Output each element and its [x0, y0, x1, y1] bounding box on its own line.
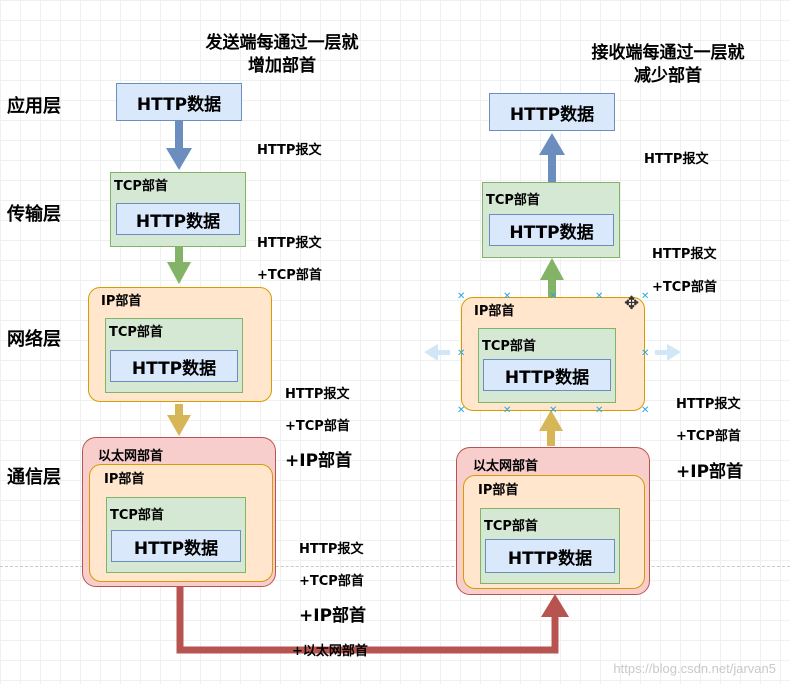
note-plus-tcp-header: +TCP部首	[676, 429, 741, 444]
note-http-message: HTTP报文	[257, 143, 322, 158]
arrow-up-green	[540, 258, 564, 297]
selection-handle[interactable]: ✕	[503, 405, 512, 416]
layer-label-network: 网络层	[7, 329, 61, 350]
selection-handle[interactable]: ✕	[503, 291, 512, 302]
layer-label-transport: 传输层	[7, 204, 61, 225]
note-http-message: HTTP报文	[676, 397, 741, 412]
tcp-segment: TCP部首 HTTP数据	[480, 508, 620, 584]
tcp-segment: TCP部首 HTTP数据	[478, 328, 616, 403]
tcp-header-label: TCP部首	[114, 179, 168, 194]
note-http-message: HTTP报文	[652, 247, 717, 262]
sender-heading: 发送端每通过一层就 增加部首	[192, 32, 372, 78]
tcp-segment: TCP部首 HTTP数据	[106, 497, 246, 573]
note-http-message: HTTP报文	[285, 387, 350, 402]
http-data-block: HTTP数据	[483, 359, 611, 391]
http-data-block: HTTP数据	[489, 214, 614, 246]
selection-handle[interactable]: ✕	[457, 405, 466, 416]
tcp-header-label: TCP部首	[484, 519, 538, 534]
tcp-header-label: TCP部首	[109, 325, 163, 340]
http-data-block: HTTP数据	[110, 350, 238, 382]
move-cursor-icon: ✥	[624, 293, 640, 313]
note-http-message: HTTP报文	[644, 152, 709, 167]
sender-heading-line-1: 发送端每通过一层就	[205, 33, 359, 53]
selection-handle[interactable]: ✕	[457, 348, 466, 359]
selection-handle[interactable]: ✕	[641, 291, 650, 302]
sender-app-http-data[interactable]: HTTP数据	[116, 83, 242, 121]
http-data-block: HTTP数据	[111, 530, 241, 562]
note-http-message: HTTP报文	[257, 236, 322, 251]
arrow-up-yellow	[539, 410, 563, 446]
note-plus-tcp-header: +TCP部首	[652, 280, 717, 295]
ip-header-label: IP部首	[478, 483, 519, 498]
watermark-text: https://blog.csdn.net/jarvan5	[613, 661, 776, 676]
selection-handle[interactable]: ✕	[641, 405, 650, 416]
receiver-link-ethernet-frame[interactable]: 以太网部首 IP部首 TCP部首 HTTP数据	[456, 447, 650, 595]
ethernet-header-label: 以太网部首	[98, 449, 164, 464]
ip-header-label: IP部首	[474, 304, 515, 319]
tcp-header-label: TCP部首	[110, 508, 164, 523]
ip-packet: IP部首 TCP部首 HTTP数据	[463, 475, 645, 589]
selection-handle[interactable]: ✕	[549, 405, 558, 416]
selection-handle[interactable]: ✕	[549, 291, 558, 302]
ip-header-label: IP部首	[104, 472, 145, 487]
arrow-down-green	[167, 247, 191, 284]
hint-arrow-left	[424, 344, 450, 361]
selection-handle[interactable]: ✕	[641, 348, 650, 359]
note-plus-ethernet-header: +以太网部首	[292, 644, 368, 659]
ethernet-header-label: 以太网部首	[473, 459, 539, 474]
sender-network-ip-packet[interactable]: IP部首 TCP部首 HTTP数据	[88, 287, 272, 402]
http-data-block: HTTP数据	[116, 203, 240, 235]
arrow-physical-red	[176, 584, 569, 654]
layer-label-link: 通信层	[7, 467, 61, 488]
tcp-header-label: TCP部首	[486, 193, 540, 208]
physical-divider-line	[0, 566, 790, 567]
note-plus-ip-header: +IP部首	[299, 606, 367, 626]
hint-arrow-right	[655, 344, 681, 361]
note-http-message: HTTP报文	[299, 542, 364, 557]
selection-handle[interactable]: ✕	[595, 405, 604, 416]
sender-link-ethernet-frame[interactable]: 以太网部首 IP部首 TCP部首 HTTP数据	[82, 437, 276, 587]
http-data-block: HTTP数据	[485, 539, 615, 573]
tcp-header-label: TCP部首	[482, 339, 536, 354]
sender-transport-tcp-segment[interactable]: TCP部首 HTTP数据	[110, 172, 246, 247]
selection-handle[interactable]: ✕	[457, 291, 466, 302]
receiver-network-ip-packet[interactable]: IP部首 TCP部首 HTTP数据	[461, 297, 645, 411]
note-plus-tcp-header: +TCP部首	[299, 574, 364, 589]
layer-label-application: 应用层	[7, 96, 61, 117]
receiver-heading: 接收端每通过一层就 减少部首	[578, 42, 758, 88]
receiver-app-http-data[interactable]: HTTP数据	[489, 93, 615, 131]
receiver-transport-tcp-segment[interactable]: TCP部首 HTTP数据	[482, 182, 620, 258]
tcp-segment: TCP部首 HTTP数据	[105, 318, 243, 393]
ip-header-label: IP部首	[101, 294, 142, 309]
receiver-heading-line-2: 减少部首	[634, 66, 702, 86]
note-plus-tcp-header: +TCP部首	[257, 268, 322, 283]
note-plus-tcp-header: +TCP部首	[285, 419, 350, 434]
arrow-down-yellow	[167, 404, 191, 436]
note-plus-ip-header: +IP部首	[676, 462, 744, 482]
arrow-up-blue	[539, 133, 565, 182]
arrow-down-blue	[166, 121, 192, 170]
ip-packet: IP部首 TCP部首 HTTP数据	[89, 464, 273, 582]
sender-heading-line-2: 增加部首	[248, 56, 316, 76]
note-plus-ip-header: +IP部首	[285, 451, 353, 471]
receiver-heading-line-1: 接收端每通过一层就	[591, 43, 745, 63]
selection-handle[interactable]: ✕	[595, 291, 604, 302]
